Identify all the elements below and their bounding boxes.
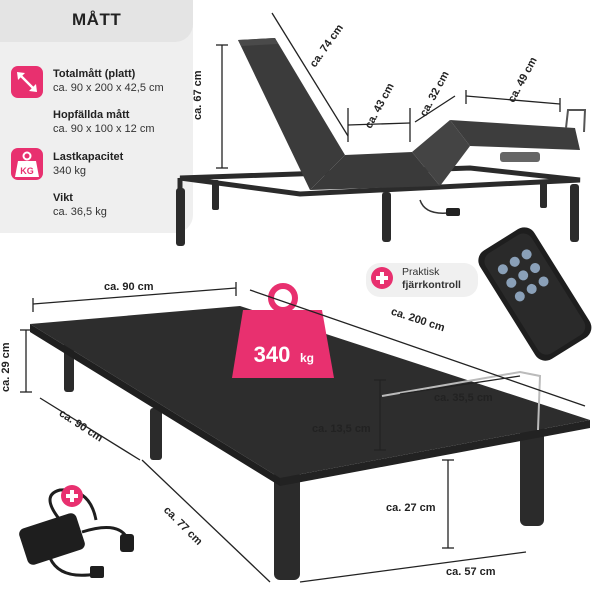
spec-capacity-value: 340 kg [53, 165, 87, 177]
remote-tag: Praktisk fjärrkontroll [366, 263, 478, 297]
dim-height-29: ca. 29 cm [0, 342, 12, 392]
arrows-diagonal-icon [11, 66, 43, 98]
weight-badge-number: 340 [254, 342, 291, 367]
flat-bed-image: 340 kg [20, 282, 590, 583]
page-title: MÅTT [72, 10, 122, 29]
spec-weight-label: Vikt [53, 192, 73, 204]
raised-bed-image [176, 12, 587, 246]
spec-total-value: ca. 90 x 200 x 42,5 cm [53, 82, 164, 94]
spec-total-label: Totalmått (platt) [53, 68, 136, 80]
spec-total: Totalmått (platt) ca. 90 x 200 x 42,5 cm [53, 67, 164, 95]
adapter-plus-icon [61, 485, 83, 507]
weight-kg-icon: KG [11, 148, 43, 180]
spec-capacity: Lastkapacitet 340 kg [53, 150, 123, 178]
weight-badge: 340 kg [232, 283, 334, 378]
remote-control-image [478, 227, 592, 361]
spec-folded-value: ca. 90 x 100 x 12 cm [53, 123, 155, 135]
dim-rail-13: ca. 13,5 cm [312, 423, 371, 435]
spec-folded-label: Hopfällda mått [53, 109, 130, 121]
dim-height-67: ca. 67 cm [192, 70, 204, 120]
dim-frame-35: ca. 35,5 cm [434, 392, 493, 404]
spec-weight-value: ca. 36,5 kg [53, 206, 107, 218]
weight-kg-icon-text: KG [20, 166, 34, 176]
weight-badge-unit: kg [300, 351, 314, 365]
spec-weight: Vikt ca. 36,5 kg [53, 191, 107, 219]
dim-legspan-57: ca. 57 cm [446, 566, 496, 578]
dim-width-90: ca. 90 cm [104, 281, 154, 293]
power-adapter-image [19, 488, 134, 578]
dim-leg-27: ca. 27 cm [386, 502, 436, 514]
title-tab: MÅTT [0, 0, 193, 42]
spec-folded: Hopfällda mått ca. 90 x 100 x 12 cm [53, 108, 155, 136]
plus-icon [371, 267, 393, 289]
spec-capacity-label: Lastkapacitet [53, 151, 124, 163]
remote-tag-line1: Praktisk [402, 266, 440, 278]
remote-tag-line2: fjärrkontroll [402, 279, 461, 291]
